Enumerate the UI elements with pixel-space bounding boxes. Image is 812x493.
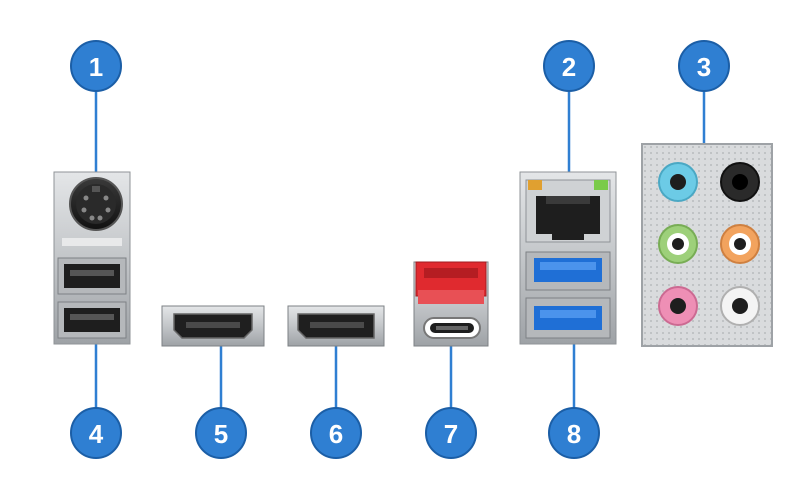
callout-marker-2: 2: [543, 40, 595, 92]
ps2-port: [69, 177, 123, 231]
ps2-usb-stack: [53, 171, 131, 345]
callout-number: 4: [89, 419, 104, 449]
callout-marker-6: 6: [310, 407, 362, 459]
usb-type-c-port: [423, 317, 481, 339]
callout-marker-1: 1: [70, 40, 122, 92]
audio-jack-green: [658, 224, 698, 264]
callout-number: 8: [567, 419, 581, 449]
usb-red-port: [415, 261, 487, 304]
audio-jack-black: [720, 162, 760, 202]
callout-number: 1: [89, 52, 103, 82]
audio-jack-white: [720, 286, 760, 326]
callout-marker-8: 8: [548, 407, 600, 459]
usb-2-port-bottom: [57, 301, 127, 339]
usb-2-port-top: [57, 257, 127, 295]
hdmi-port: [161, 305, 265, 347]
callout-number: 7: [444, 419, 458, 449]
audio-jack-pink: [658, 286, 698, 326]
lan-port: [525, 179, 611, 243]
callout-marker-5: 5: [195, 407, 247, 459]
lan-usb3-stack: [519, 171, 617, 345]
callout-markers: 1 2 3 4 5 6 7 8: [70, 40, 730, 459]
callout-number: 3: [697, 52, 711, 82]
callout-number: 2: [562, 52, 576, 82]
callout-marker-4: 4: [70, 407, 122, 459]
usb-3-port-top: [525, 251, 611, 291]
usb-c-stack: [413, 261, 489, 347]
displayport: [287, 305, 385, 347]
usb-3-port-bottom: [525, 297, 611, 339]
callout-number: 5: [214, 419, 228, 449]
callout-number: 6: [329, 419, 343, 449]
callout-marker-7: 7: [425, 407, 477, 459]
audio-jack-blue: [658, 162, 698, 202]
audio-jacks: [641, 143, 773, 347]
audio-jack-orange: [720, 224, 760, 264]
callout-marker-3: 3: [678, 40, 730, 92]
